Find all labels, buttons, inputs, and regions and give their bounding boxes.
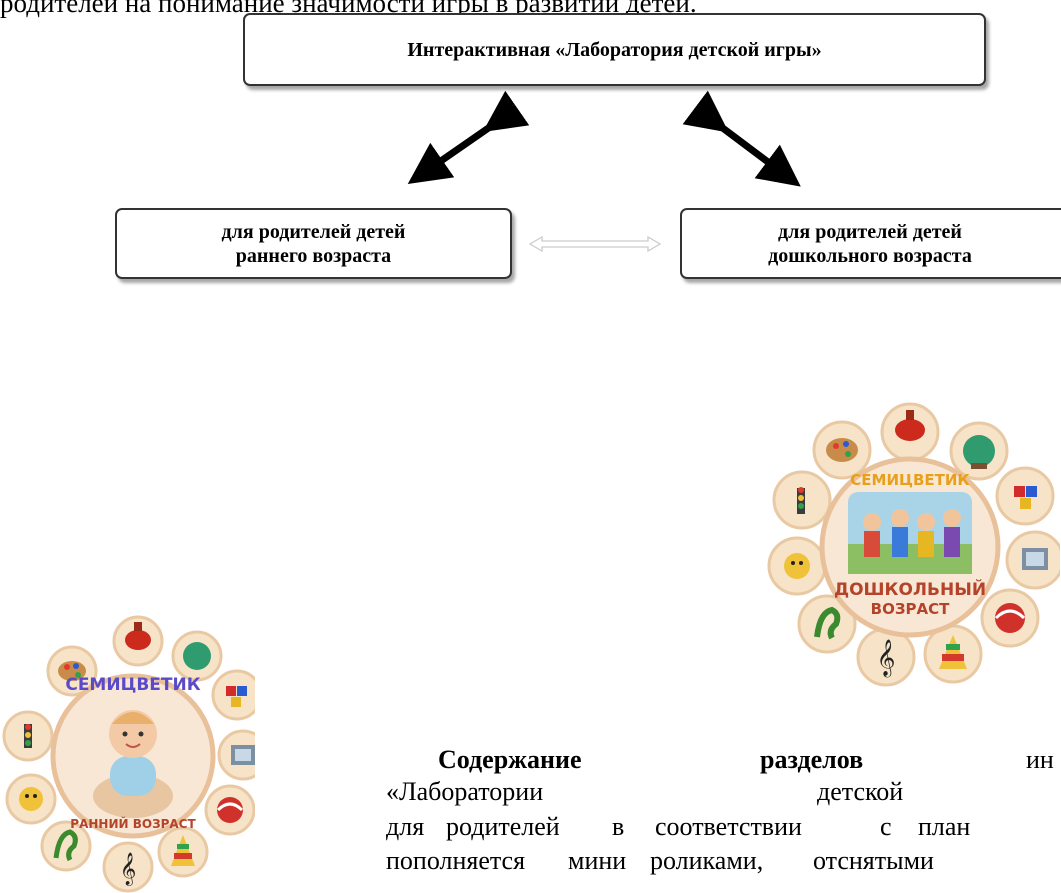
para-word-for: для	[386, 812, 425, 841]
para-word-sections: разделов	[760, 745, 864, 774]
early-age-line2: раннего возраста	[235, 244, 392, 267]
preschool-age-line1: для родителей детей	[778, 220, 962, 243]
para-word-cut-1: ин	[1026, 745, 1054, 774]
svg-text:𝄞: 𝄞	[877, 638, 896, 677]
emblem-right-subtitle-1: ДОШКОЛЬНЫЙ	[834, 578, 986, 600]
para-word-with: с	[880, 812, 892, 841]
svg-text:𝄞: 𝄞	[120, 852, 137, 886]
para-word-videos: роликами,	[650, 846, 764, 875]
preschool-age-line2: дошкольного возраста	[768, 244, 972, 267]
para-word-accordance: соответствии	[655, 812, 802, 841]
para-word-in: в	[612, 812, 625, 841]
para-word-content: Содержание	[438, 745, 582, 774]
para-word-replenished: пополняется	[386, 846, 526, 875]
early-age-emblem: 𝄞 СЕМИЦВЕТИК РАННИЙ ВОЗРАСТ	[2, 615, 255, 893]
baby-image	[93, 710, 173, 818]
double-arrow-horizontal	[528, 235, 662, 253]
lab-title-box: Интерактивная «Лаборатория детской игры»	[243, 13, 986, 86]
arrow-right	[682, 90, 801, 187]
preschool-age-box: для родителей детей дошкольного возраста	[680, 208, 1061, 279]
emblem-toys: 𝄞	[784, 410, 1048, 677]
para-word-cut-2: план	[918, 812, 971, 841]
lab-title: Интерактивная «Лаборатория детской игры»	[407, 38, 822, 61]
para-word-mini: мини	[568, 846, 627, 875]
emblem-toys: 𝄞	[19, 622, 255, 886]
para-word-filmed: отснятыми	[813, 846, 934, 875]
para-word-parents: родителей	[446, 812, 560, 841]
preschool-emblem: 𝄞 СЕМИЦВЕТИК ДОШКОЛЬНЫЙ ВОЗРАСТ	[767, 402, 1060, 687]
early-age-box: для родителей детей раннего возраста	[115, 208, 512, 279]
emblem-left-title: СЕМИЦВЕТИК	[65, 675, 200, 695]
para-word-children: детской	[817, 777, 904, 806]
early-age-line1: для родителей детей	[221, 220, 406, 243]
para-word-laboratory: «Лаборатории	[386, 777, 544, 806]
emblem-right-title: СЕМИЦВЕТИК	[850, 471, 970, 489]
arrow-left	[407, 90, 530, 184]
emblem-right-subtitle-2: ВОЗРАСТ	[871, 600, 950, 618]
preschool-scene-image	[848, 492, 972, 574]
emblem-left-subtitle: РАННИЙ ВОЗРАСТ	[70, 816, 196, 831]
